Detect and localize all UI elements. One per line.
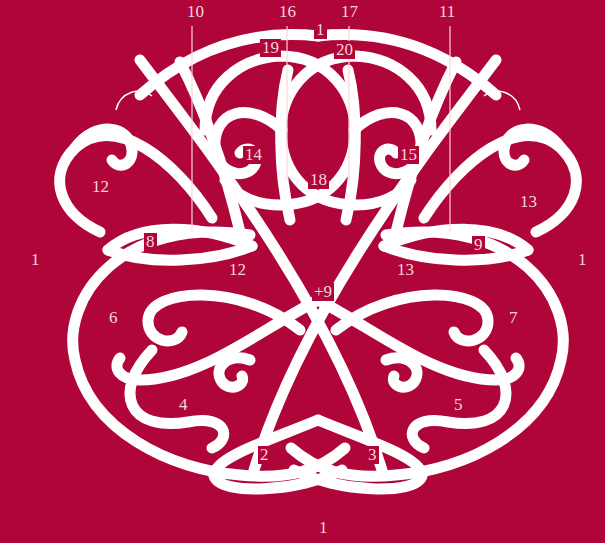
- callout-number: 10: [185, 3, 206, 21]
- callout-number: 6: [107, 309, 120, 327]
- callout-number: 16: [277, 3, 298, 21]
- callout-number: 1: [314, 21, 327, 39]
- callout-number: 1: [29, 251, 42, 269]
- callout-number: 15: [398, 146, 419, 164]
- callout-number: 1: [317, 519, 330, 537]
- callout-number: 2: [258, 446, 271, 464]
- callout-number: 12: [227, 261, 248, 279]
- callout-number: 1: [576, 251, 589, 269]
- callout-number: 18: [308, 171, 329, 189]
- callout-number: +9: [312, 283, 334, 301]
- callout-number: 11: [437, 3, 457, 21]
- callout-number: 17: [339, 3, 360, 21]
- callout-number: 9: [472, 236, 485, 254]
- callout-number: 13: [518, 193, 539, 211]
- leader-lines: [192, 26, 450, 232]
- callout-number: 7: [507, 309, 520, 327]
- callout-number: 3: [366, 446, 379, 464]
- callout-number: 20: [334, 41, 355, 59]
- callout-number: 4: [177, 396, 190, 414]
- callout-number: 14: [243, 146, 264, 164]
- callout-number: 8: [144, 233, 157, 251]
- side-arcs: [116, 91, 520, 110]
- ribbon-right: [254, 35, 576, 489]
- callout-number: 12: [90, 178, 111, 196]
- callout-number: 13: [395, 261, 416, 279]
- callout-number: 19: [260, 39, 281, 57]
- callout-number: 5: [452, 396, 465, 414]
